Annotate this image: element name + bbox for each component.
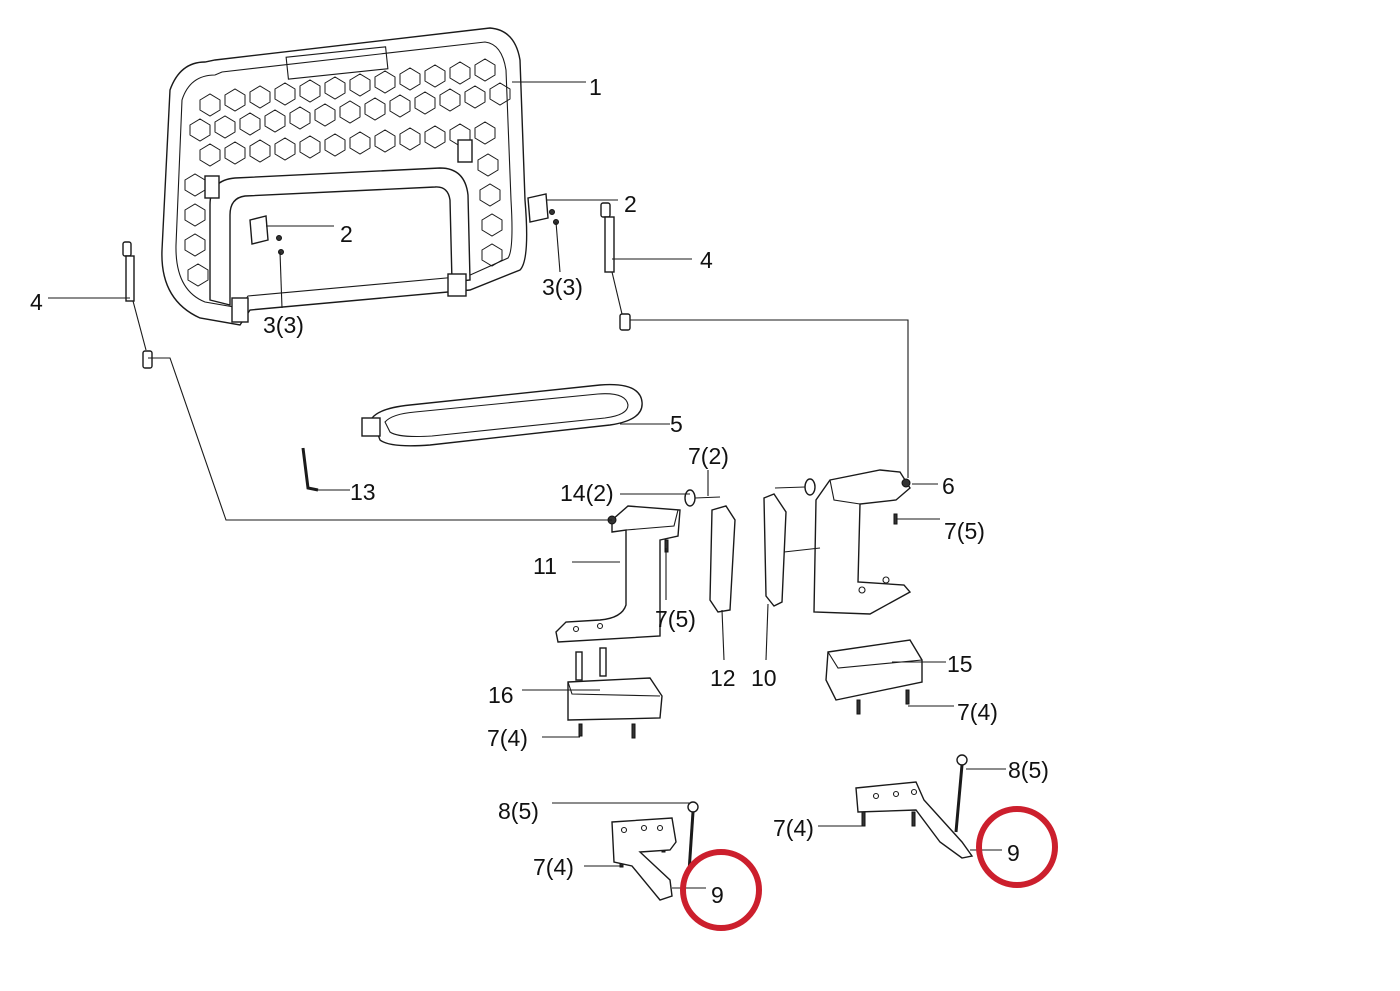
label-part-8-5-left: 8(5) bbox=[498, 798, 539, 824]
part-15-right-base-block bbox=[825, 639, 923, 701]
label-part-2-right: 2 bbox=[624, 191, 637, 217]
part-5-armrest-pad bbox=[361, 383, 643, 447]
label-part-4-left: 4 bbox=[30, 289, 43, 315]
label-part-9-left: 9 bbox=[711, 882, 724, 908]
label-part-7-4-bracket-right: 7(4) bbox=[773, 815, 814, 841]
label-part-12: 12 bbox=[710, 665, 736, 691]
part-14-washers bbox=[684, 478, 816, 507]
leader-lines bbox=[48, 81, 1006, 889]
label-part-7-4-bracket-left: 7(4) bbox=[533, 854, 574, 880]
highlight-circle-left bbox=[680, 849, 762, 931]
label-part-13: 13 bbox=[350, 479, 376, 505]
part-9-mounting-bracket-right bbox=[855, 781, 974, 859]
label-part-7-5-right: 7(5) bbox=[944, 518, 985, 544]
label-part-7-4-base-left: 7(4) bbox=[487, 725, 528, 751]
label-part-4-right: 4 bbox=[700, 247, 713, 273]
label-part-3-right: 3(3) bbox=[542, 274, 583, 300]
part-11-left-arm-post bbox=[555, 505, 681, 643]
part-9-mounting-bracket-left bbox=[611, 817, 677, 901]
label-part-3-left: 3(3) bbox=[263, 312, 304, 338]
callout-labels: 1 2 2 3(3) 3(3) 4 4 5 6 7(2) 7(5) 7(5) 7… bbox=[30, 74, 1049, 908]
label-part-1: 1 bbox=[589, 74, 602, 100]
label-part-6: 6 bbox=[942, 473, 955, 499]
label-part-15: 15 bbox=[947, 651, 973, 677]
label-part-7-5-left: 7(5) bbox=[655, 606, 696, 632]
part-4-gas-strut-right bbox=[600, 202, 631, 331]
part-12-cover-strip bbox=[709, 505, 736, 613]
part-13-hex-key bbox=[301, 447, 319, 492]
label-part-7-2: 7(2) bbox=[688, 443, 729, 469]
label-part-5: 5 bbox=[670, 411, 683, 437]
part-2-hinge-bracket-right bbox=[527, 193, 559, 225]
label-part-9-right: 9 bbox=[1007, 840, 1020, 866]
part-6-right-arm-post bbox=[813, 469, 912, 615]
label-part-7-4-base-right: 7(4) bbox=[957, 699, 998, 725]
label-part-11: 11 bbox=[533, 553, 557, 579]
label-part-14-2: 14(2) bbox=[560, 480, 614, 506]
part-8-long-screws bbox=[687, 754, 968, 873]
part-16-left-base-block bbox=[567, 647, 663, 721]
part-10-cover-strip bbox=[763, 493, 787, 607]
highlight-circle-right bbox=[976, 806, 1058, 888]
part-1-lid-frame bbox=[161, 27, 528, 326]
part-2-hinge-bracket-left bbox=[249, 215, 284, 255]
label-part-2-left: 2 bbox=[340, 221, 353, 247]
label-part-16: 16 bbox=[488, 682, 514, 708]
label-part-8-5-right: 8(5) bbox=[1008, 757, 1049, 783]
label-part-10: 10 bbox=[751, 665, 777, 691]
part-4-gas-strut-left bbox=[122, 241, 153, 369]
